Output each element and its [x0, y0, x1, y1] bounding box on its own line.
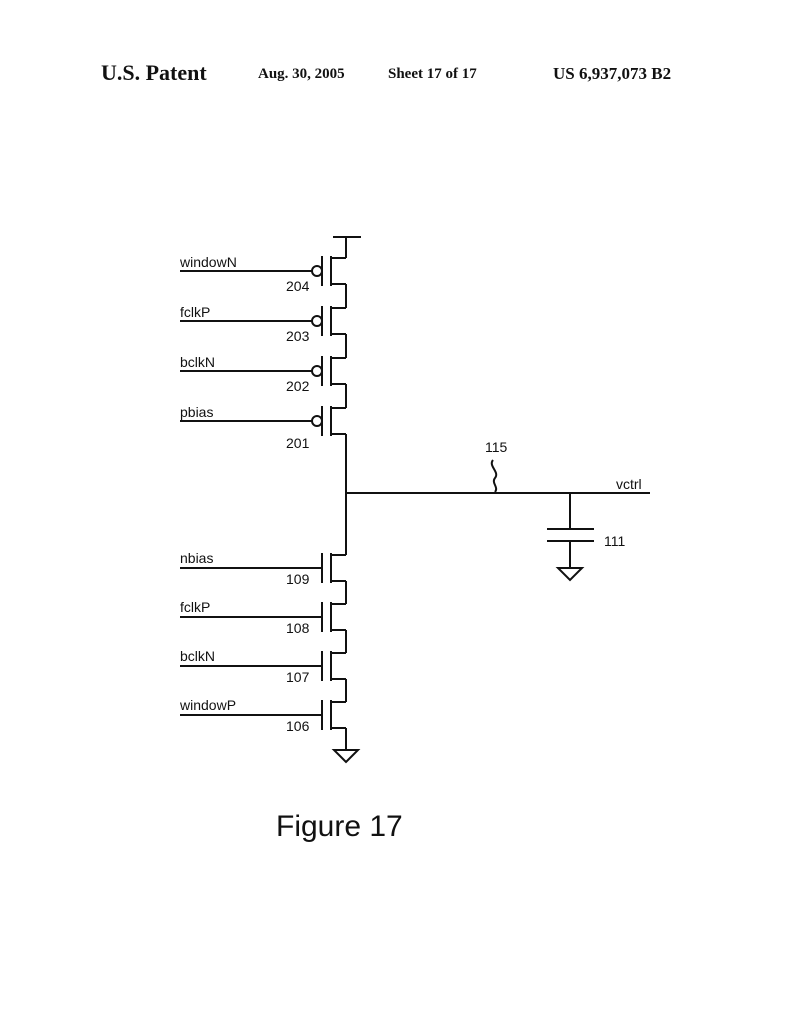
transistor-ref-label: 201 — [286, 435, 310, 451]
capacitor: 111 — [547, 493, 625, 568]
transistor-ref-label: 204 — [286, 278, 310, 294]
transistor-ref-label: 203 — [286, 328, 310, 344]
nmos-transistor: fclkP 108 — [180, 599, 347, 651]
gate-signal-label: bclkN — [180, 354, 215, 370]
gate-signal-label: windowP — [179, 697, 236, 713]
pmos-transistor: windowN 204 — [179, 254, 347, 305]
patent-label: U.S. Patent — [101, 60, 207, 85]
gate-signal-label: fclkP — [180, 599, 210, 615]
nmos-transistor: windowP 106 — [179, 697, 347, 750]
transistor-ref-label: 202 — [286, 378, 310, 394]
net-ref-label: 115 — [485, 439, 508, 455]
ground-symbol — [555, 567, 585, 582]
nmos-transistor: nbias 109 — [180, 493, 347, 602]
transistor-ref-label: 106 — [286, 718, 310, 734]
pmos-transistor: pbias 201 — [180, 404, 347, 493]
vctrl-net: 115 vctrl — [346, 439, 650, 494]
ground-symbol — [331, 749, 361, 764]
pmos-transistor: fclkP 203 — [180, 304, 347, 355]
patent-date: Aug. 30, 2005 — [258, 66, 345, 82]
patent-number: US 6,937,073 B2 — [553, 64, 672, 83]
gate-signal-label: bclkN — [180, 648, 215, 664]
gate-signal-label: fclkP — [180, 304, 210, 320]
net-name-label: vctrl — [616, 476, 642, 492]
transistor-ref-label: 108 — [286, 620, 310, 636]
gate-signal-label: pbias — [180, 404, 213, 420]
vdd-supply — [333, 236, 361, 255]
capacitor-ref-label: 111 — [604, 533, 625, 549]
nmos-transistor: bclkN 107 — [180, 648, 347, 700]
gate-signal-label: windowN — [179, 254, 237, 270]
pmos-transistor: bclkN 202 — [180, 354, 347, 405]
transistor-ref-label: 109 — [286, 571, 310, 587]
transistor-ref-label: 107 — [286, 669, 310, 685]
gate-signal-label: nbias — [180, 550, 213, 566]
sheet-number: Sheet 17 of 17 — [388, 66, 477, 82]
figure-caption: Figure 17 — [276, 810, 403, 843]
